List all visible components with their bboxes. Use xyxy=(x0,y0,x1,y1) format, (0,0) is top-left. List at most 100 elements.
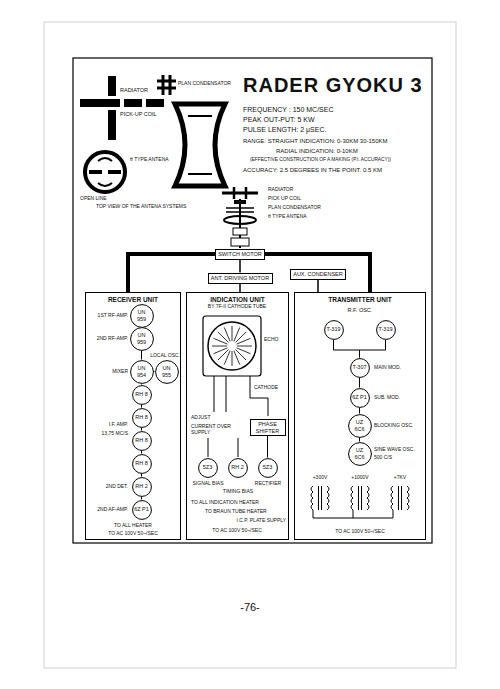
part-label: RADIATOR xyxy=(120,87,148,93)
tube-circle: 6Z P1 xyxy=(132,500,152,520)
node-text: T-319 xyxy=(378,326,392,332)
feeder-line xyxy=(128,254,215,292)
tube-circle: UN 959 xyxy=(130,304,154,328)
node-text: AUX. CONDENSER xyxy=(293,271,343,277)
antenna-stack xyxy=(222,187,258,248)
tube-circle-outline xyxy=(132,431,151,450)
diagram-title: RADER GYOKU 3 xyxy=(243,74,423,97)
part-label: θ TYPE ANTENA xyxy=(268,214,307,220)
tube-circle-outline xyxy=(130,327,153,350)
tube-circle-outline xyxy=(350,388,369,407)
signal-wire xyxy=(141,351,142,360)
node-text: INDICATION UNIT xyxy=(210,296,264,303)
page-number: -76- xyxy=(240,601,260,614)
node-text: UZ 6C6 xyxy=(352,447,368,459)
supply-note: TO BRAUN TUBE HEATER xyxy=(205,509,267,515)
tube-circle-outline xyxy=(376,320,395,339)
stage-label: 2ND AF-AMP. xyxy=(97,507,128,513)
tube-circle: 5Z3 xyxy=(258,458,278,478)
signal-wire xyxy=(359,438,360,442)
supply-note: TO ALL HEATER xyxy=(114,523,152,529)
stage-label: LOCAL OSC. xyxy=(150,353,180,359)
node-text: TRANSMITTER UNIT xyxy=(328,296,392,303)
stage-label: MAIN MOD. xyxy=(374,365,401,371)
tube-circle-outline xyxy=(324,320,343,339)
signal-wire xyxy=(359,408,360,414)
antenna-top-view xyxy=(80,76,164,140)
tube-circle: RH 8 xyxy=(132,408,152,428)
stage-label: TIMING BIAS xyxy=(223,489,253,495)
tube-circle: RH 2 xyxy=(132,477,152,497)
node-text: RH 8 xyxy=(135,460,148,466)
signal-wire xyxy=(141,384,142,385)
supply-note: TO AC 100V 50~/SEC xyxy=(108,531,158,537)
tube-circle-outline xyxy=(228,458,247,477)
tube-circle-outline xyxy=(132,385,151,404)
tube-circle: 6Z P1 xyxy=(350,388,370,408)
tube-circle-outline xyxy=(198,458,217,477)
voltage-label: +7KV xyxy=(394,475,406,481)
tube-circle: 5Z3 xyxy=(198,458,218,478)
tube-circle-outline xyxy=(130,360,153,383)
part-label: ADJUST xyxy=(191,415,210,421)
node-text: RH 8 xyxy=(135,437,148,443)
unit-panel: RECEIVER UNIT UN 959 UN 959 UN 955 UN 954 RH … xyxy=(85,292,181,540)
theta-antenna-symbol xyxy=(85,152,125,192)
spec-text: PEAK OUT-PUT: 5 KW xyxy=(243,116,315,124)
node-text: RH 2 xyxy=(231,464,244,470)
tube-circle-outline xyxy=(132,500,151,519)
tube-circle-outline xyxy=(132,408,151,427)
supply-note: TO AC 100V 50~/SEC xyxy=(212,528,262,534)
tube-note: BY 7F-II CATHODE TUBE xyxy=(208,304,266,310)
frequency-note: 500 C/S xyxy=(374,455,392,461)
node-text: SWITCH MOTOR xyxy=(218,251,262,257)
cathode-ray-tube xyxy=(203,316,261,376)
signal-wire xyxy=(154,371,155,372)
part-label: PICK-UP COIL xyxy=(120,111,157,117)
stage-label: SUB. MOD. xyxy=(374,395,400,401)
tube-circle-outline xyxy=(348,442,371,465)
transformer-symbols xyxy=(311,486,409,518)
part-label: PLAN CONDENSATOR xyxy=(268,205,321,211)
figure-frame xyxy=(73,58,432,543)
node-text: RH 8 xyxy=(135,414,148,420)
stage-label: I.F. AMP. xyxy=(109,422,128,428)
node-text: ANT. DRIVING MOTOR xyxy=(211,275,269,281)
signal-wire xyxy=(334,340,360,358)
part-label: PLAN CONDENSATOR xyxy=(178,81,231,87)
tube-circle: UZ 6C6 xyxy=(348,442,372,466)
spec-text: RANGE: STRAIGHT INDICATION: 0-30KM 30-15… xyxy=(243,138,387,145)
node-text: UN 955 xyxy=(159,365,175,377)
spec-text: FREQUENCY : 150 MC/SEC xyxy=(243,106,334,114)
tube-circle-outline xyxy=(132,477,151,496)
supply-note: TO AC 100V 50~/SEC xyxy=(335,529,385,535)
signal-wire xyxy=(360,340,386,358)
tube-circle: UN 955 xyxy=(155,360,179,384)
part-label: RADIATOR xyxy=(268,187,293,193)
node-text: 6Z P1 xyxy=(352,394,367,400)
component-box: PHASE SHIFTER xyxy=(250,419,286,436)
tube-circle-outline xyxy=(132,454,151,473)
stage-label: 2ND DET. xyxy=(106,484,128,490)
node-text: RECEIVER UNIT xyxy=(108,296,158,303)
tube-circle: RH 8 xyxy=(132,385,152,405)
tube-circle-outline xyxy=(155,360,178,383)
signal-wire xyxy=(141,474,142,477)
node-text: T-319 xyxy=(326,326,340,332)
signal-wire xyxy=(141,405,142,408)
tube-circle-outline xyxy=(348,414,371,437)
stage-label: BLOCKING OSC. xyxy=(374,423,413,429)
component-box: AUX. CONDENSER xyxy=(290,269,346,280)
unit-panel: TRANSMITTER UNITT-319T-319T-3076Z P1UZ 6… xyxy=(294,292,426,540)
stage-label: RECTIFIER xyxy=(255,481,281,487)
node-text: UN 959 xyxy=(134,309,150,321)
node-text: UN 954 xyxy=(134,365,150,377)
component-box: ANT. DRIVING MOTOR xyxy=(208,273,273,284)
component-box: SWITCH MOTOR xyxy=(215,249,265,260)
signal-wire xyxy=(141,497,142,500)
stage-label: SIGNAL BIAS xyxy=(193,481,224,487)
tube-circle-outline xyxy=(258,458,277,477)
tube-circle: UN 959 xyxy=(130,327,154,351)
